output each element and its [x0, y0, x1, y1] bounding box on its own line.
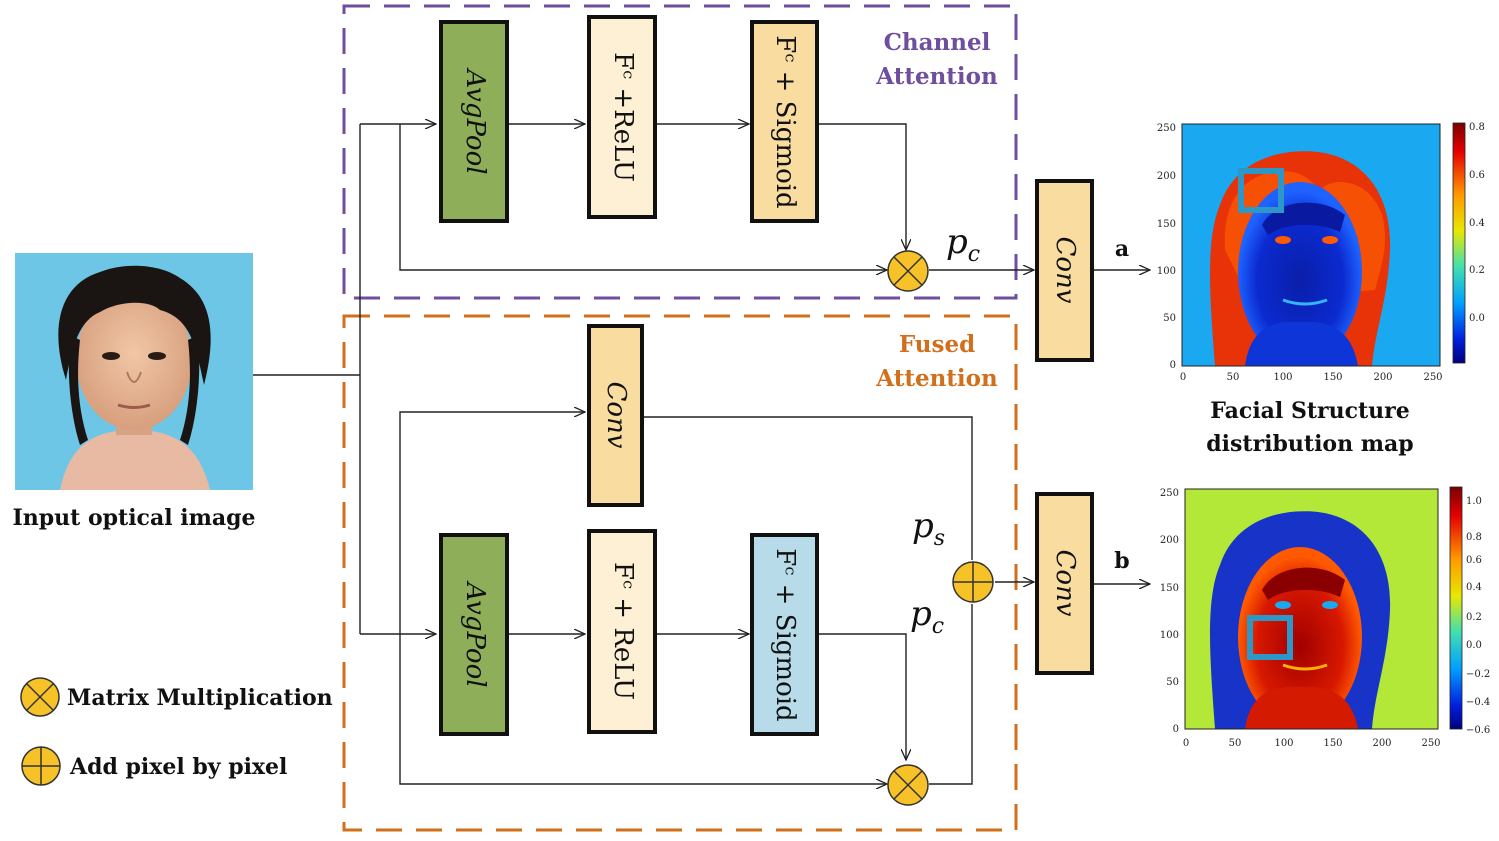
- colorbar-b-tick: 0.4: [1466, 582, 1482, 593]
- fc-relu-label: Fᶜ + ReLU: [608, 562, 638, 700]
- colorbar-b-tick: 0.0: [1466, 640, 1482, 651]
- legend-add-label: Add pixel by pixel: [69, 754, 287, 780]
- map-b-xtick: 200: [1372, 738, 1391, 749]
- map-b-xtick: 0: [1183, 738, 1189, 749]
- map-a-ytick: 150: [1157, 219, 1176, 230]
- colorbar-a-tick: 0.6: [1469, 170, 1485, 181]
- input-image-caption: Input optical image: [13, 505, 256, 531]
- map-b-xtick: 100: [1274, 738, 1293, 749]
- output-b-label: b: [1114, 548, 1129, 574]
- pc-label-bottom: pc: [910, 594, 944, 639]
- colorbar-b-tick: 0.8: [1466, 532, 1482, 543]
- fc-sigmoid-label: Fᶜ + Sigmoid: [770, 35, 800, 208]
- map-b-xtick: 250: [1421, 738, 1440, 749]
- fc-sigmoid-block-fused: Fᶜ + Sigmoid: [750, 533, 819, 736]
- colorbar-a-tick: 0.8: [1469, 122, 1485, 133]
- conv-label: Conv: [1050, 550, 1080, 617]
- output-a-label: a: [1115, 236, 1129, 262]
- conv-block-top: Conv: [1035, 179, 1094, 362]
- map-b-ytick: 0: [1173, 724, 1179, 735]
- legend-add-pixel: Add pixel by pixel: [21, 746, 287, 786]
- conv-block-fused: Conv: [587, 324, 644, 507]
- connection-lines: [253, 124, 1150, 784]
- map-b-ytick: 250: [1160, 488, 1179, 499]
- map-a-ytick: 50: [1163, 313, 1176, 324]
- matrix-multiplication-operator-top: [887, 250, 929, 292]
- legend-matrix-multiplication: Matrix Multiplication: [20, 677, 333, 717]
- avgpool-block-channel: AvgPool: [439, 20, 509, 223]
- map-a-xtick: 50: [1227, 372, 1240, 383]
- conv-block-bottom: Conv: [1035, 492, 1094, 675]
- conv-label: Conv: [601, 382, 631, 449]
- map-a-ytick: 100: [1157, 266, 1176, 277]
- map-caption-line1: Facial Structure: [1210, 398, 1409, 424]
- channel-attention-title-line1: Channel: [884, 29, 991, 56]
- legend-mult-label: Matrix Multiplication: [67, 685, 333, 711]
- fused-attention-region: [342, 314, 1018, 832]
- colorbar-a-tick: 0.0: [1469, 313, 1485, 324]
- add-pixel-operator: [952, 561, 994, 603]
- map-a-xtick: 0: [1180, 372, 1186, 383]
- fc-relu-block-fused: Fᶜ + ReLU: [587, 529, 657, 734]
- input-optical-image: [15, 253, 253, 490]
- channel-attention-title-line2: Attention: [875, 63, 998, 90]
- colorbar-a: [1452, 122, 1466, 364]
- map-a-ytick: 250: [1157, 123, 1176, 134]
- map-b-ytick: 50: [1166, 677, 1179, 688]
- colorbar-b-tick: 1.0: [1466, 496, 1482, 507]
- channel-attention-region: [342, 4, 1018, 300]
- fc-relu-label: Fᶜ +ReLU: [608, 52, 638, 182]
- avgpool-label: AvgPool: [460, 580, 490, 687]
- map-a-ytick: 200: [1157, 171, 1176, 182]
- map-a-ytick: 0: [1170, 360, 1176, 371]
- map-a-xtick: 150: [1323, 372, 1342, 383]
- fc-relu-block-channel: Fᶜ +ReLU: [587, 15, 657, 219]
- map-b-ytick: 100: [1160, 630, 1179, 641]
- colorbar-b-tick: −0.2: [1466, 669, 1490, 680]
- map-caption-line2: distribution map: [1206, 431, 1413, 457]
- colorbar-b-tick: −0.6: [1466, 725, 1490, 736]
- conv-label: Conv: [1050, 237, 1080, 304]
- colorbar-b-tick: 0.6: [1466, 555, 1482, 566]
- pc-label-top: pc: [946, 222, 980, 267]
- map-b-ytick: 150: [1160, 583, 1179, 594]
- avgpool-label: AvgPool: [460, 67, 490, 174]
- facial-structure-map-a: [1181, 123, 1441, 367]
- map-a-xtick: 100: [1273, 372, 1292, 383]
- ps-label: ps: [912, 506, 945, 551]
- colorbar-a-tick: 0.4: [1469, 218, 1485, 229]
- colorbar-b-tick: 0.2: [1466, 612, 1482, 623]
- fused-attention-title-line2: Attention: [875, 365, 998, 392]
- map-a-xtick: 200: [1373, 372, 1392, 383]
- matrix-multiplication-operator-bottom: [887, 764, 929, 806]
- map-a-xtick: 250: [1423, 372, 1442, 383]
- colorbar-a-tick: 0.2: [1469, 265, 1485, 276]
- colorbar-b: [1449, 486, 1463, 730]
- avgpool-block-fused: AvgPool: [439, 533, 509, 736]
- fused-attention-title-line1: Fused: [899, 331, 975, 358]
- map-b-xtick: 50: [1229, 738, 1242, 749]
- map-b-xtick: 150: [1323, 738, 1342, 749]
- fc-sigmoid-label: Fᶜ + Sigmoid: [770, 548, 800, 721]
- map-b-ytick: 200: [1160, 535, 1179, 546]
- colorbar-b-tick: −0.4: [1466, 697, 1490, 708]
- facial-structure-map-b: [1184, 488, 1439, 730]
- fc-sigmoid-block-channel: Fᶜ + Sigmoid: [750, 20, 819, 223]
